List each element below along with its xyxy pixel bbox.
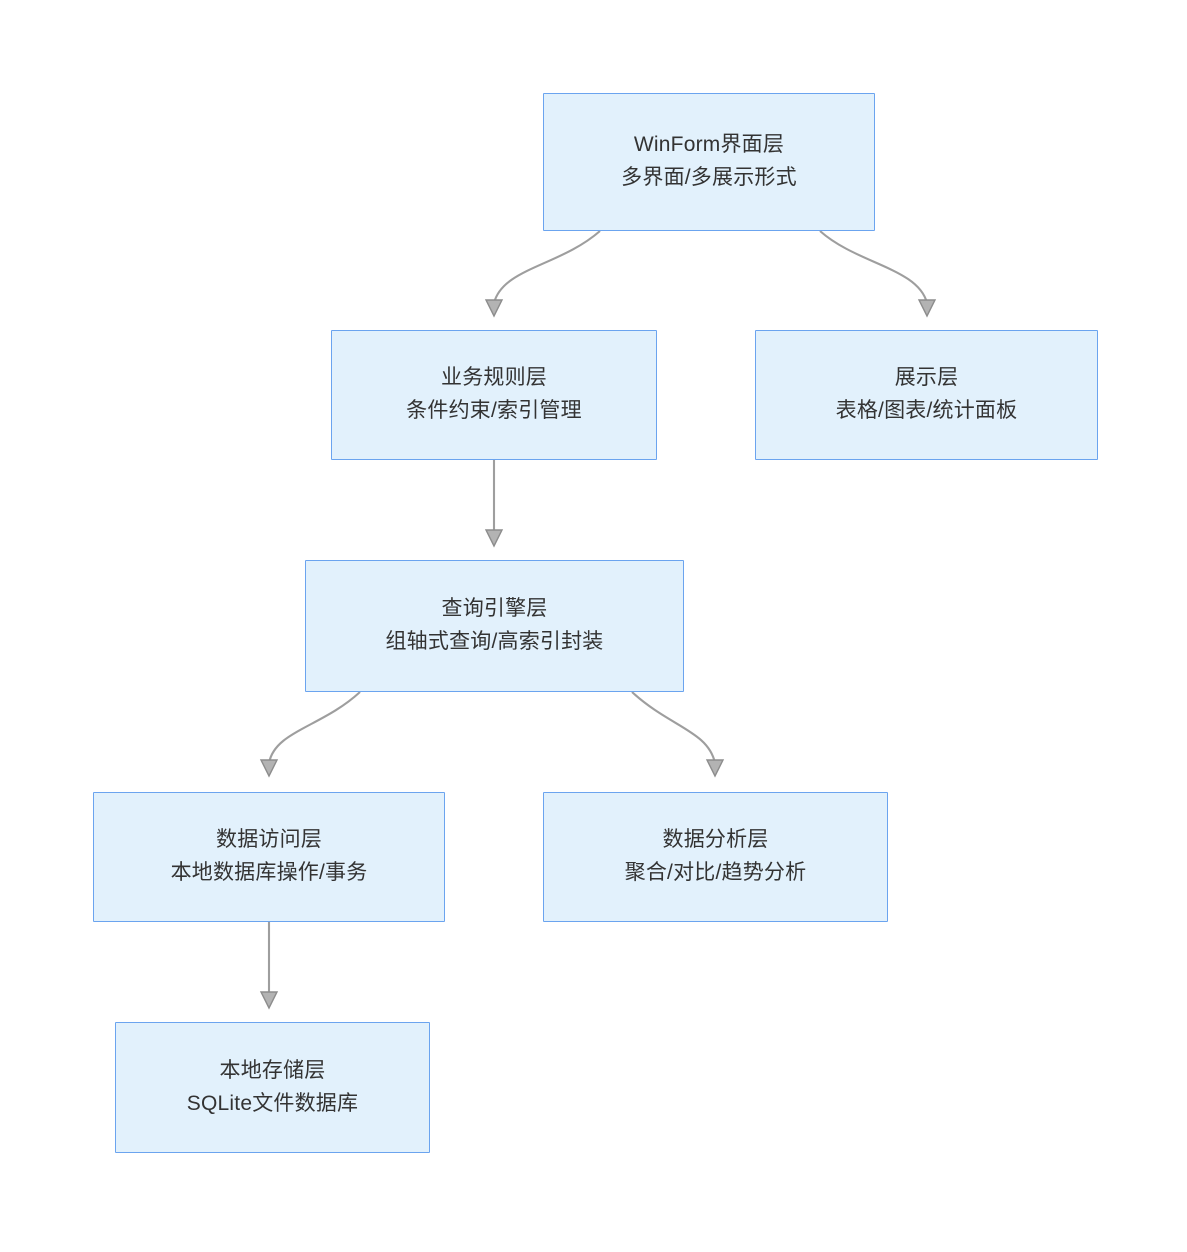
edge-query-to-analysis-path [631, 691, 717, 764]
node-data-analysis-layer[interactable]: 数据分析层 聚合/对比/趋势分析 [543, 792, 888, 922]
edge-query-to-analysis-arrowhead [705, 759, 725, 778]
node-subtitle: 表格/图表/统计面板 [835, 399, 1018, 422]
node-data-access-layer[interactable]: 数据访问层 本地数据库操作/事务 [93, 792, 445, 922]
edge-ui-to-presentation [819, 230, 937, 318]
edge-business-to-query-arrowhead [484, 529, 504, 548]
edge-dataaccess-to-storage-arrowhead [259, 991, 279, 1010]
node-title: 业务规则层 [441, 366, 547, 390]
node-title: 数据分析层 [662, 828, 769, 852]
node-local-storage-layer[interactable]: 本地存储层 SQLite文件数据库 [115, 1022, 430, 1153]
node-title: 展示层 [894, 366, 959, 390]
edge-ui-to-business-path [492, 230, 601, 304]
node-subtitle: 组轴式查询/高索引封装 [385, 630, 604, 653]
edge-query-to-analysis [631, 691, 725, 778]
edge-query-to-dataaccess [259, 691, 361, 778]
node-subtitle: 聚合/对比/趋势分析 [624, 861, 807, 884]
node-presentation-layer[interactable]: 展示层 表格/图表/统计面板 [755, 330, 1098, 460]
node-subtitle: 条件约束/索引管理 [406, 399, 582, 422]
edge-ui-to-presentation-path [819, 230, 929, 304]
edge-query-to-dataaccess-path [267, 691, 361, 764]
edge-dataaccess-to-storage [259, 922, 279, 1010]
node-winform-ui-layer[interactable]: WinForm界面层 多界面/多展示形式 [543, 93, 875, 231]
edge-ui-to-business [484, 230, 601, 318]
node-title: 查询引擎层 [441, 597, 548, 621]
node-subtitle: 本地数据库操作/事务 [170, 861, 368, 884]
edge-ui-to-business-arrowhead [484, 299, 504, 318]
edge-ui-to-presentation-arrowhead [917, 299, 937, 318]
node-query-engine-layer[interactable]: 查询引擎层 组轴式查询/高索引封装 [305, 560, 684, 692]
node-title: 数据访问层 [216, 828, 322, 852]
node-subtitle: SQLite文件数据库 [186, 1091, 359, 1115]
node-business-rule-layer[interactable]: 业务规则层 条件约束/索引管理 [331, 330, 657, 460]
node-title: 本地存储层 [219, 1058, 326, 1082]
edge-business-to-query [484, 460, 504, 548]
edge-query-to-dataaccess-arrowhead [259, 759, 279, 778]
node-subtitle: 多界面/多展示形式 [621, 166, 797, 189]
node-title: WinForm界面层 [633, 133, 785, 157]
